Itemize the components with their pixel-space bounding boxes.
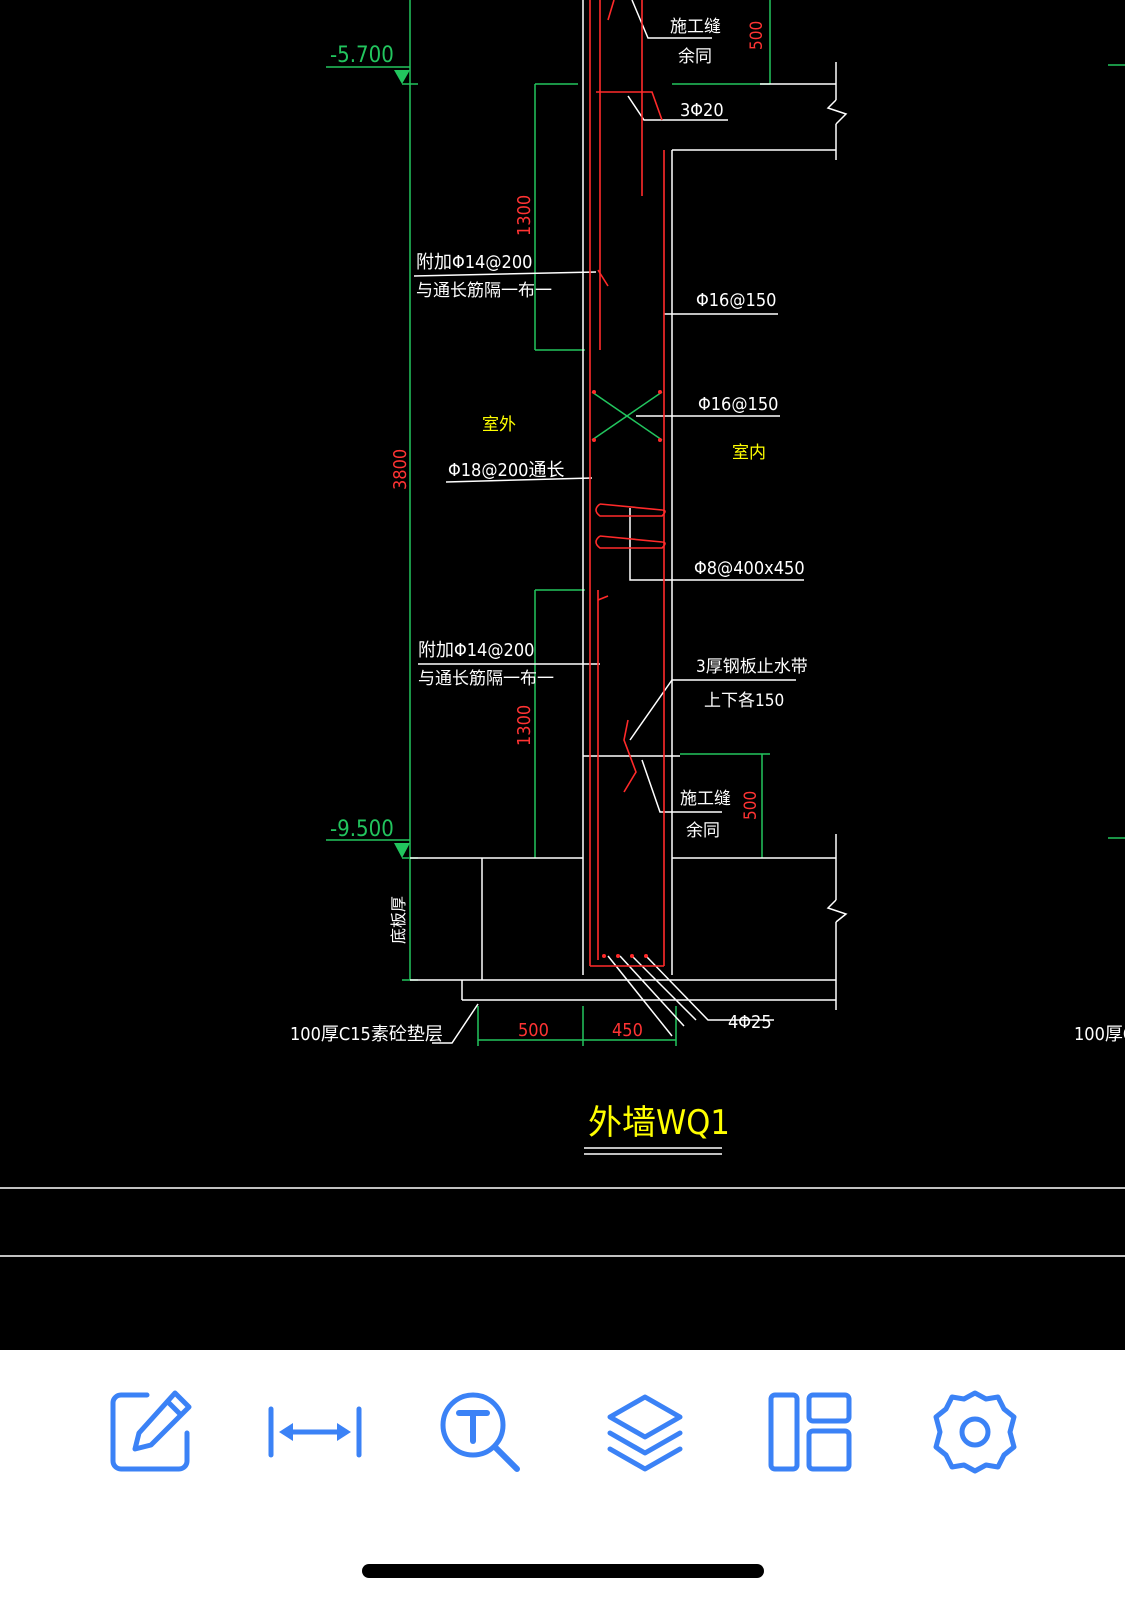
- layers-button[interactable]: [595, 1382, 695, 1482]
- same-rest-label-bottom: 余同: [686, 821, 720, 841]
- dim-500-top: 500: [747, 21, 767, 50]
- measure-distance-icon: [268, 1406, 362, 1458]
- structure-lines: [0, 0, 1125, 1257]
- rebar-phi16-label-b: Φ16@150: [698, 394, 778, 415]
- waterstop-note: 上下各150: [704, 691, 784, 711]
- dimension-lines: [326, 0, 1125, 1046]
- cushion-layer-label-right: 100厚C1: [1074, 1024, 1125, 1045]
- rebar-dots: [592, 390, 662, 958]
- construction-joint-label-top: 施工缝: [670, 17, 721, 37]
- edit-pencil-icon: [110, 1390, 192, 1472]
- settings-button[interactable]: [925, 1382, 1025, 1482]
- add-rebar-label-1: 附加Φ14@200: [416, 252, 532, 273]
- dim-500-bottom: 500: [741, 791, 761, 820]
- cad-drawing-canvas[interactable]: -5.700 -9.500 施工缝 余同 500 3Φ20 1300 附加Φ14…: [0, 0, 1125, 1350]
- bottom-toolbar: [0, 1350, 1125, 1600]
- elevation-top-label: -5.700: [330, 43, 394, 68]
- rebar-lines: [589, 0, 666, 967]
- outside-label: 室外: [482, 415, 516, 435]
- cad-drawing-svg: -5.700 -9.500 施工缝 余同 500 3Φ20 1300 附加Φ14…: [0, 0, 1125, 1257]
- construction-joint-label-bottom: 施工缝: [680, 789, 731, 809]
- tie-rebar-label: Φ8@400x450: [694, 558, 805, 579]
- text-search-icon: [440, 1392, 520, 1472]
- add-rebar-label-2: 附加Φ14@200: [418, 640, 534, 661]
- text-search-button[interactable]: [430, 1382, 530, 1482]
- dim-1300-bottom: 1300: [514, 705, 535, 746]
- rebar-3phi20-label: 3Φ20: [680, 100, 724, 121]
- gear-icon: [933, 1390, 1017, 1474]
- dim-3800: 3800: [390, 449, 411, 490]
- slab-thickness-note: 底板厚: [389, 896, 408, 944]
- rebar-phi16-label-a: Φ16@150: [696, 290, 776, 311]
- same-rest-label-top: 余同: [678, 47, 712, 67]
- layout-button[interactable]: [760, 1382, 860, 1482]
- elevation-marker-top: [394, 70, 410, 84]
- dim-450-horizontal: 450: [612, 1020, 643, 1041]
- dim-500-horizontal: 500: [518, 1020, 549, 1041]
- wall-title: 外墙WQ1: [588, 1103, 730, 1143]
- rebar-4phi25-label: 4Φ25: [728, 1012, 772, 1033]
- rebar-phi18-label: Φ18@200通长: [448, 460, 564, 481]
- inside-label: 室内: [732, 443, 766, 463]
- elevation-marker-bottom: [394, 843, 410, 858]
- cushion-layer-label: 100厚C15素砼垫层: [290, 1024, 443, 1045]
- measure-button[interactable]: [265, 1382, 365, 1482]
- edit-button[interactable]: [100, 1382, 200, 1482]
- layout-panels-icon: [768, 1392, 852, 1472]
- waterstop-label: 3厚钢板止水带: [696, 657, 808, 677]
- dim-1300-top: 1300: [514, 195, 535, 236]
- elevation-bottom-label: -9.500: [330, 817, 394, 842]
- layers-icon: [607, 1394, 683, 1472]
- add-rebar-note-1: 与通长筋隔一布一: [416, 281, 552, 301]
- add-rebar-note-2: 与通长筋隔一布一: [418, 669, 554, 689]
- home-indicator[interactable]: [362, 1564, 764, 1578]
